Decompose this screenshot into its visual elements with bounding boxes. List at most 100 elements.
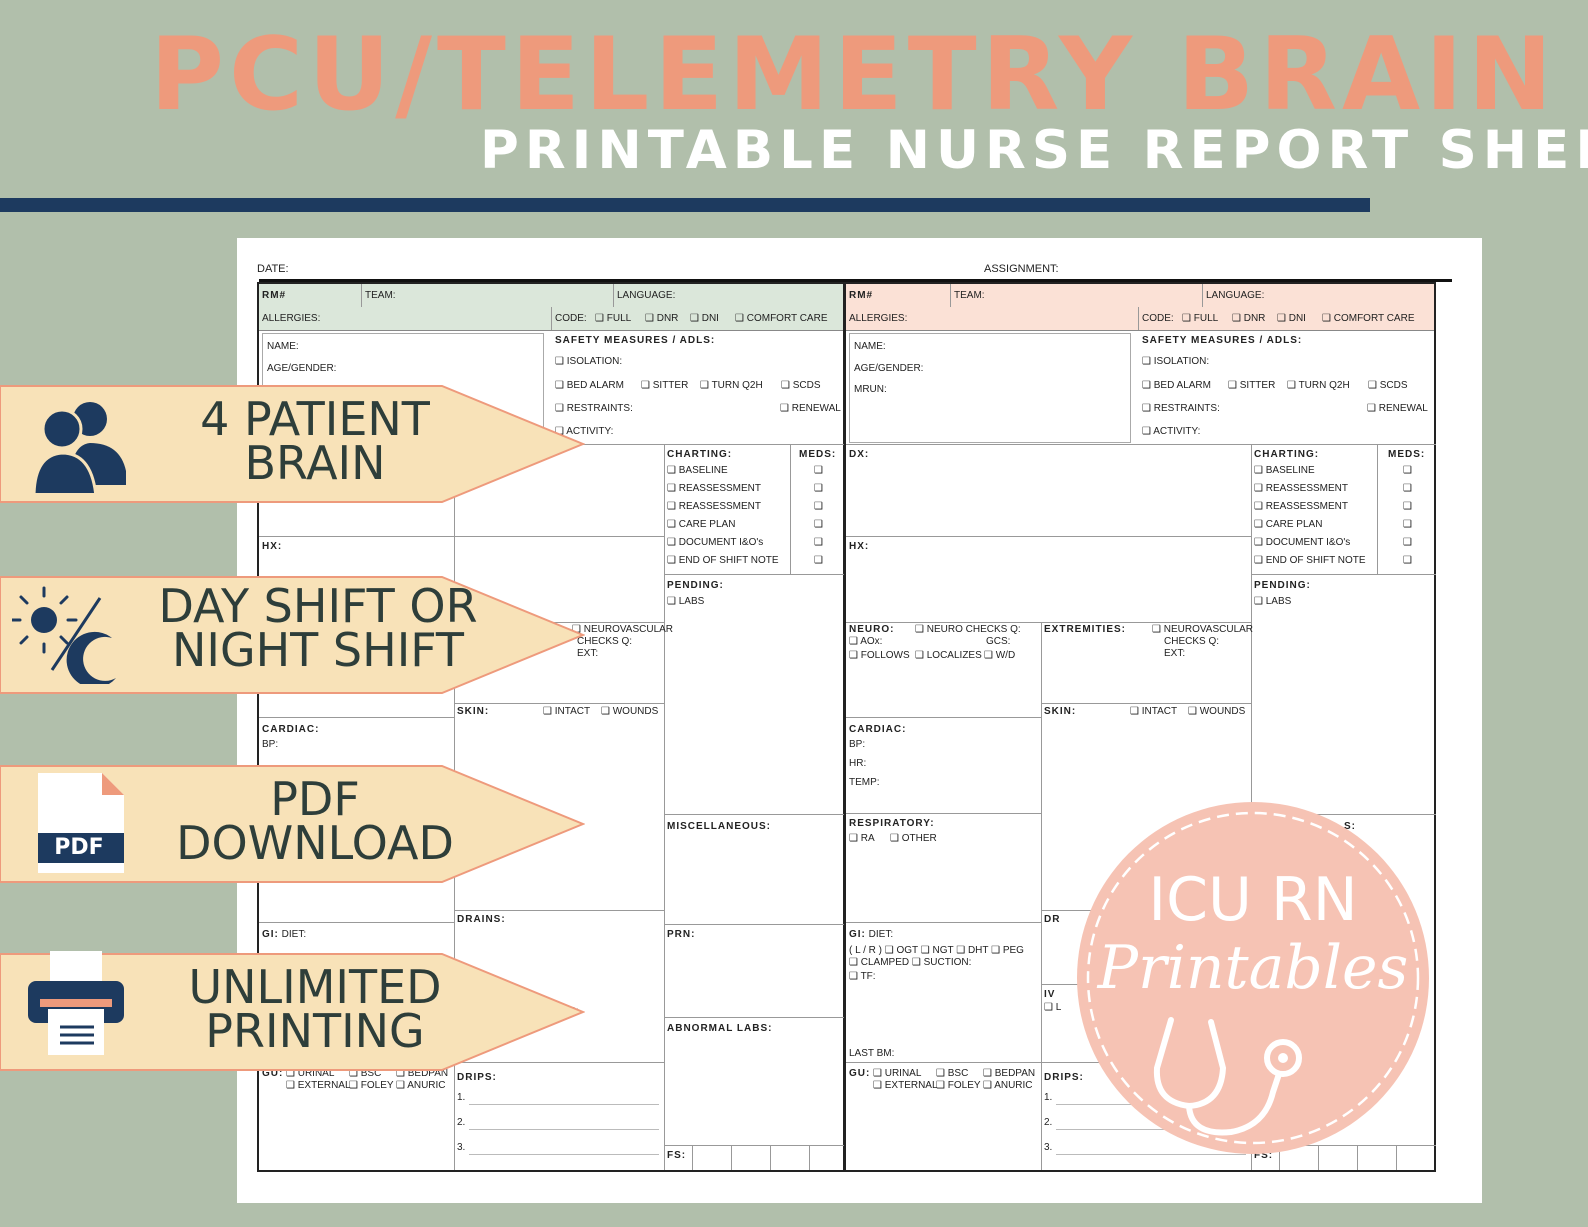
- age-gender-label: AGE/GENDER:: [854, 363, 924, 374]
- feature-line: 4 PATIENT: [200, 392, 430, 446]
- restraints: ❑ RESTRAINTS:: [1142, 403, 1220, 414]
- other-checkbox: ❑ OTHER: [890, 833, 937, 844]
- neurovascular: ❑ NEUROVASCULAR: [1152, 624, 1254, 635]
- meds-checkbox: ❑: [1403, 555, 1412, 566]
- fs-label: FS:: [1254, 1150, 1274, 1161]
- meds-checkbox: ❑: [1403, 465, 1412, 476]
- isolation: ❑ ISOLATION:: [1142, 356, 1210, 367]
- drips-label: DRIPS:: [1044, 1072, 1084, 1083]
- safety-label: SAFETY MEASURES / ADLS:: [1142, 335, 1303, 346]
- anuric: ❑ ANURIC: [396, 1080, 446, 1091]
- iv-l: ❑ L: [1044, 1002, 1062, 1013]
- code-dnr: ❑ DNR: [645, 313, 679, 324]
- code-label: CODE:: [1142, 313, 1174, 324]
- pdf-icon-text: PDF: [54, 835, 104, 860]
- feature-line: DAY SHIFT OR: [158, 579, 478, 633]
- allergies-label: ALLERGIES:: [262, 313, 321, 324]
- neurovascular: ❑ NEUROVASCULAR: [572, 624, 674, 635]
- feature-line: UNLIMITED: [188, 960, 442, 1014]
- charting-item: ❑ BASELINE: [667, 465, 728, 476]
- labs-checkbox: ❑ LABS: [1254, 596, 1292, 607]
- rm-label: RM#: [262, 290, 287, 301]
- iv-label: IV: [1044, 989, 1056, 1000]
- arrow-banner: [0, 385, 585, 503]
- sheet-rule: [259, 279, 1452, 282]
- foley: ❑ FOLEY: [349, 1080, 394, 1091]
- feature-line: NIGHT SHIFT: [171, 623, 465, 677]
- abnormal-labs-label: ABNORMAL LABS:: [667, 1023, 773, 1034]
- team-label: TEAM:: [954, 290, 985, 301]
- charting-item: ❑ END OF SHIFT NOTE: [667, 555, 779, 566]
- respiratory-label: RESPIRATORY:: [849, 818, 935, 829]
- charting-item: ❑ BASELINE: [1254, 465, 1315, 476]
- anuric: ❑ ANURIC: [983, 1080, 1033, 1091]
- gi-tubes: ( L / R ) ❑ OGT ❑ NGT ❑ DHT ❑ PEG: [849, 945, 1024, 956]
- meds-checkbox: ❑: [814, 501, 823, 512]
- bed-alarm: ❑ BED ALARM: [555, 380, 624, 391]
- header-row: [259, 284, 843, 308]
- date-label: DATE:: [257, 263, 289, 275]
- feature-line: DOWNLOAD: [176, 816, 454, 870]
- skin-label: SKIN:: [1044, 706, 1077, 717]
- arrow-banner: [0, 953, 585, 1071]
- gi-label: GI:: [849, 929, 866, 940]
- activity: ❑ ACTIVITY:: [555, 426, 614, 437]
- meds-checkbox: ❑: [814, 519, 823, 530]
- code-dni: ❑ DNI: [690, 313, 719, 324]
- feature-line: BRAIN: [244, 436, 386, 490]
- stethoscope-icon: [1153, 1017, 1302, 1136]
- badge-line-1: ICU RN: [1148, 865, 1358, 935]
- charting-label: CHARTING:: [667, 449, 733, 460]
- printer-icon: [28, 951, 124, 1055]
- neuro-label: NEURO:: [849, 624, 895, 635]
- miscellaneous-partial: S:: [1344, 821, 1356, 832]
- charting-item: ❑ REASSESSMENT: [667, 501, 761, 512]
- drips-label: DRIPS:: [457, 1072, 497, 1083]
- charting-item: ❑ REASSESSMENT: [1254, 501, 1348, 512]
- aox: ❑ AOx:: [849, 636, 883, 647]
- wounds: ❑ WOUNDS: [1188, 706, 1246, 717]
- rm-label: RM#: [849, 290, 874, 301]
- page-title: PCU/TELEMETRY BRAIN: [150, 15, 1558, 133]
- charting-label: CHARTING:: [1254, 449, 1320, 460]
- feature-banner-pdf: PDF PDF DOWNLOAD: [0, 765, 585, 883]
- miscellaneous-label: MISCELLANEOUS:: [667, 821, 771, 832]
- meds-checkbox: ❑: [1403, 537, 1412, 548]
- arrow-banner: [0, 765, 585, 883]
- mrun-label: MRUN:: [854, 384, 887, 395]
- ext-label: EXT:: [1164, 648, 1186, 659]
- diet-label: DIET:: [868, 929, 894, 940]
- cardiac-label: CARDIAC:: [262, 724, 320, 735]
- fs-label: FS:: [667, 1150, 687, 1161]
- wd: ❑ W/D: [984, 650, 1016, 661]
- meds-checkbox: ❑: [1403, 483, 1412, 494]
- header-row: [846, 284, 1434, 308]
- charting-item: ❑ END OF SHIFT NOTE: [1254, 555, 1366, 566]
- tf: ❑ TF:: [849, 971, 876, 982]
- name-label: NAME:: [854, 341, 886, 352]
- meds-checkbox: ❑: [814, 555, 823, 566]
- skin-label: SKIN:: [457, 706, 490, 717]
- labs-checkbox: ❑ LABS: [667, 596, 705, 607]
- charting-item: ❑ DOCUMENT I&O's: [667, 537, 764, 548]
- meds-checkbox: ❑: [1403, 519, 1412, 530]
- sitter: ❑ SITTER: [641, 380, 689, 391]
- allergy-row: [846, 307, 1434, 331]
- charting-item: ❑ REASSESSMENT: [667, 483, 761, 494]
- bp-label: BP:: [262, 739, 279, 750]
- wounds: ❑ WOUNDS: [601, 706, 659, 717]
- bsc: ❑ BSC: [936, 1068, 969, 1079]
- restraints: ❑ RESTRAINTS:: [555, 403, 633, 414]
- feature-line: PRINTING: [205, 1004, 425, 1058]
- drip-line: 3.: [1044, 1142, 1053, 1153]
- badge-line-2: Printables: [1097, 933, 1409, 1003]
- page-subtitle: PRINTABLE NURSE REPORT SHEET: [480, 120, 1588, 181]
- last-bm: LAST BM:: [849, 1048, 895, 1059]
- code-label: CODE:: [555, 313, 587, 324]
- drains-partial: DR: [1044, 914, 1061, 925]
- allergies-label: ALLERGIES:: [849, 313, 908, 324]
- temp-label: TEMP:: [849, 777, 880, 788]
- arrow-banner: [0, 576, 585, 694]
- safety-label: SAFETY MEASURES / ADLS:: [555, 335, 716, 346]
- isolation: ❑ ISOLATION:: [555, 356, 623, 367]
